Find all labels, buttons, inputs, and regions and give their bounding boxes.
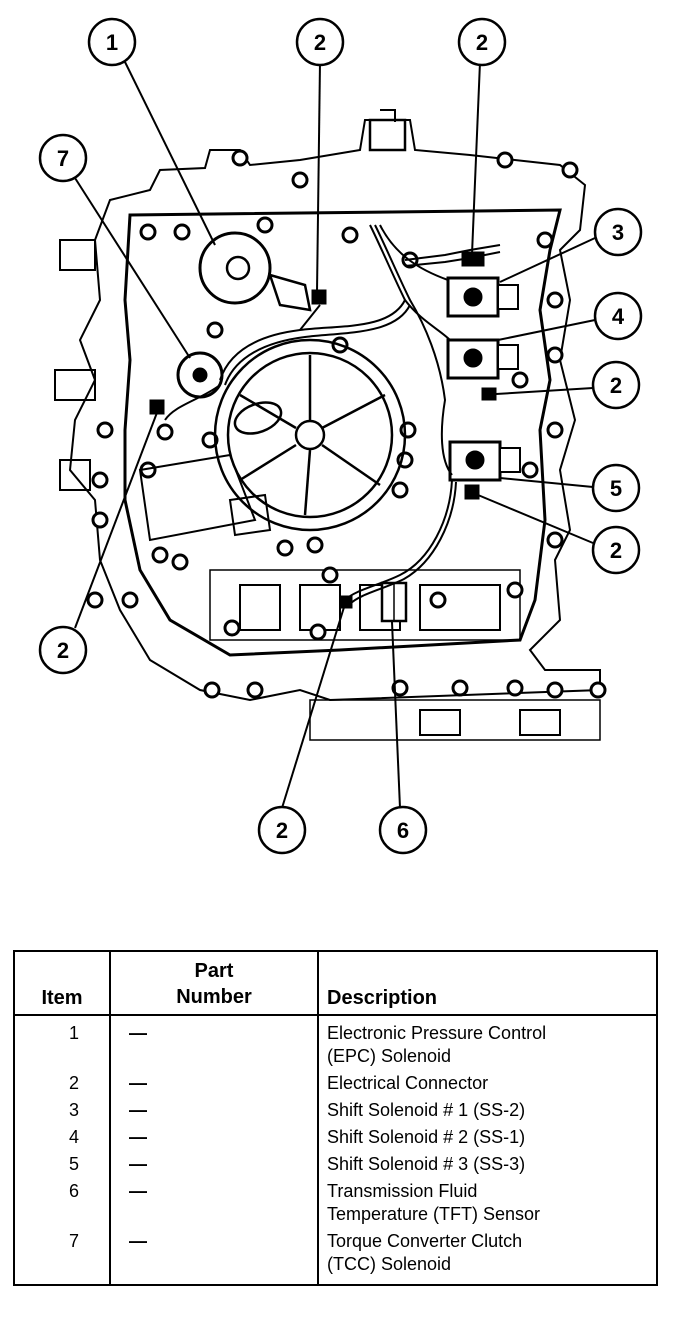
cell-part: — [109,1178,319,1228]
cell-part: — [109,1015,319,1070]
callout-label: 5 [610,476,622,501]
accumulator-wheel [138,338,407,542]
callout-1: 1 [87,17,137,67]
cell-part: — [109,1228,319,1285]
callout-label: 4 [612,304,625,329]
table-row: 6 — Transmission Fluid Temperature (TFT)… [13,1178,658,1228]
table-row: 3 — Shift Solenoid # 1 (SS-2) [13,1097,658,1124]
callout-2-left: 2 [38,625,88,675]
callout-label: 2 [476,30,488,55]
cell-part: — [109,1070,319,1097]
callout-label: 7 [57,146,69,171]
cell-item: 5 [13,1151,111,1178]
callout-2-top-right: 2 [457,17,507,67]
cell-part: — [109,1151,319,1178]
callout-3: 3 [593,207,643,257]
cell-description: Electrical Connector [317,1070,658,1097]
cell-description: Transmission Fluid Temperature (TFT) Sen… [317,1178,658,1228]
shift-solenoid-ss3 [448,440,521,482]
callout-label: 3 [612,220,624,245]
cell-item: 1 [13,1015,111,1070]
bolt-holes [86,149,607,699]
callout-7: 7 [38,133,88,183]
callout-2-bottom: 2 [257,805,307,855]
tft-sensor [380,581,408,623]
shift-solenoid-ss2 [446,338,519,380]
leader-lines [74,61,596,809]
cell-description: Torque Converter Clutch (TCC) Solenoid [317,1228,658,1285]
epc-solenoid [198,231,312,312]
parts-legend-table: Item Part Number Description 1 — Electro… [13,950,658,1286]
header-description: Description [317,951,658,1016]
shift-solenoid-ss1 [446,276,519,318]
table-row: 7 — Torque Converter Clutch (TCC) Soleno… [13,1228,658,1285]
table-header-row: Item Part Number Description [13,951,658,1016]
table-row: 5 — Shift Solenoid # 3 (SS-3) [13,1151,658,1178]
callout-label: 2 [610,373,622,398]
header-part-number: Part Number [109,951,319,1016]
cell-part: — [109,1097,319,1124]
callout-2-right-lower: 2 [591,525,641,575]
cell-part: — [109,1124,319,1151]
cell-item: 2 [13,1070,111,1097]
cell-description: Shift Solenoid # 3 (SS-3) [317,1151,658,1178]
valve-body-diagram: 1 2 2 7 3 4 2 5 2 2 2 6 [38,17,643,855]
callout-6: 6 [378,805,428,855]
callout-label: 2 [610,538,622,563]
wiring-harness [164,224,501,605]
callout-2-top-center: 2 [295,17,345,67]
table-row: 2 — Electrical Connector [13,1070,658,1097]
cell-item: 7 [13,1228,111,1285]
tcc-solenoid [176,351,224,399]
table-row: 1 — Electronic Pressure Control (EPC) So… [13,1015,658,1070]
header-item: Item [13,951,111,1016]
callout-5: 5 [591,463,641,513]
callout-label: 6 [397,818,409,843]
table-row: 4 — Shift Solenoid # 2 (SS-1) [13,1124,658,1151]
callout-4: 4 [593,291,643,341]
callout-label: 1 [106,30,118,55]
cell-item: 6 [13,1178,111,1228]
callout-label: 2 [57,638,69,663]
cell-description: Electronic Pressure Control (EPC) Soleno… [317,1015,658,1070]
cell-description: Shift Solenoid # 2 (SS-1) [317,1124,658,1151]
cell-description: Shift Solenoid # 1 (SS-2) [317,1097,658,1124]
cell-item: 4 [13,1124,111,1151]
cell-item: 3 [13,1097,111,1124]
electrical-connectors [149,251,497,609]
callout-label: 2 [314,30,326,55]
callout-label: 2 [276,818,288,843]
callout-2-right-middle: 2 [591,360,641,410]
